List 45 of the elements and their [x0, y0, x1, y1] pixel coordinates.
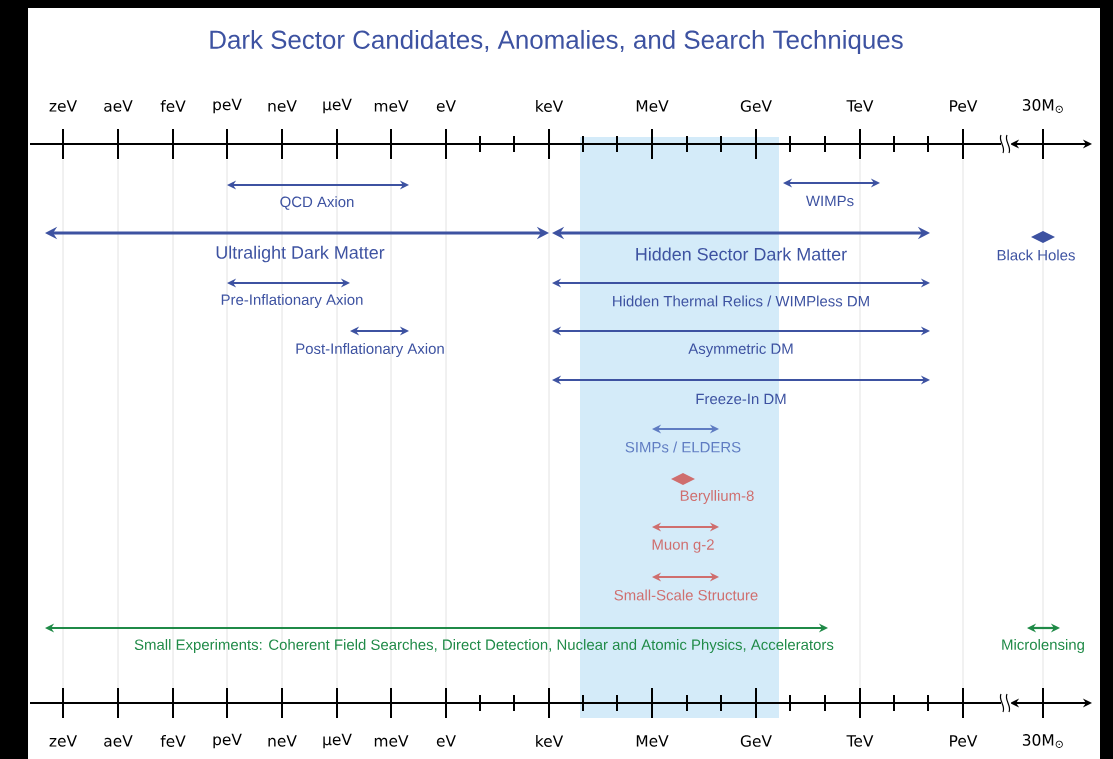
- axis-label: zeV: [49, 100, 77, 112]
- axis-label: keV: [536, 735, 564, 747]
- axis-label: zeV: [49, 735, 77, 747]
- axis-label: keV: [536, 100, 564, 112]
- axis-label: neV: [268, 735, 297, 747]
- axis-label: PeV: [950, 735, 978, 747]
- axis-label: MeV: [636, 100, 669, 112]
- axis-label: peV: [213, 733, 242, 749]
- axis-label: MeV: [636, 735, 669, 747]
- range-label: Hidden Thermal Relics / WIMPless DM: [613, 295, 869, 307]
- axis-label: GeV: [740, 735, 772, 747]
- range-label: Pre-Inflationary Axion: [221, 294, 363, 308]
- range-label: Hidden Sector Dark Matter: [636, 247, 847, 261]
- range-label: WIMPs: [806, 195, 854, 207]
- axis-label: feV: [160, 100, 186, 112]
- axis-label: feV: [160, 735, 186, 747]
- axis-label: eV: [436, 735, 456, 747]
- title: Dark Sector Candidates, Anomalies, and Search Techniques: [210, 29, 903, 55]
- axis-label: μeV: [323, 98, 352, 114]
- range-label: Asymmetric DM: [688, 343, 793, 357]
- range-label: Microlensing: [1002, 639, 1084, 653]
- range-label: Small-Scale Structure: [614, 589, 758, 601]
- range-label: Muon g-2: [652, 539, 714, 553]
- axis-label: neV: [268, 100, 297, 112]
- axis-label: PeV: [950, 100, 978, 112]
- axis-label: TeV: [846, 100, 874, 112]
- axis-label: peV: [213, 98, 242, 114]
- axis-label: eV: [436, 100, 456, 112]
- axis-label: 30M$_{⊙}$: [1022, 734, 1063, 748]
- axis-label: meV: [374, 735, 409, 747]
- range-label: Freeze-In DM: [696, 393, 786, 405]
- axis-label: 30M$_{⊙}$: [1022, 99, 1063, 113]
- range-label: Black Holes: [997, 249, 1075, 261]
- axis-label: aeV: [104, 735, 133, 747]
- range-label: Beryllium-8: [680, 490, 754, 504]
- axis-label: meV: [374, 100, 409, 112]
- axis-label: μeV: [323, 733, 352, 749]
- axis-label: GeV: [740, 100, 772, 112]
- range-label: Post-Inflationary Axion: [296, 343, 444, 357]
- range-label: QCD Axion: [280, 196, 354, 210]
- range-label: Small Experiments: Coherent Field Searches, Direct Detection, Nuclear and Atomic Physics, Accelerators: [134, 639, 834, 653]
- range-label: SIMPs / ELDERS: [625, 441, 741, 453]
- axis-label: TeV: [846, 735, 874, 747]
- range-label: Ultralight Dark Matter: [216, 245, 385, 263]
- axis-label: aeV: [104, 100, 133, 112]
